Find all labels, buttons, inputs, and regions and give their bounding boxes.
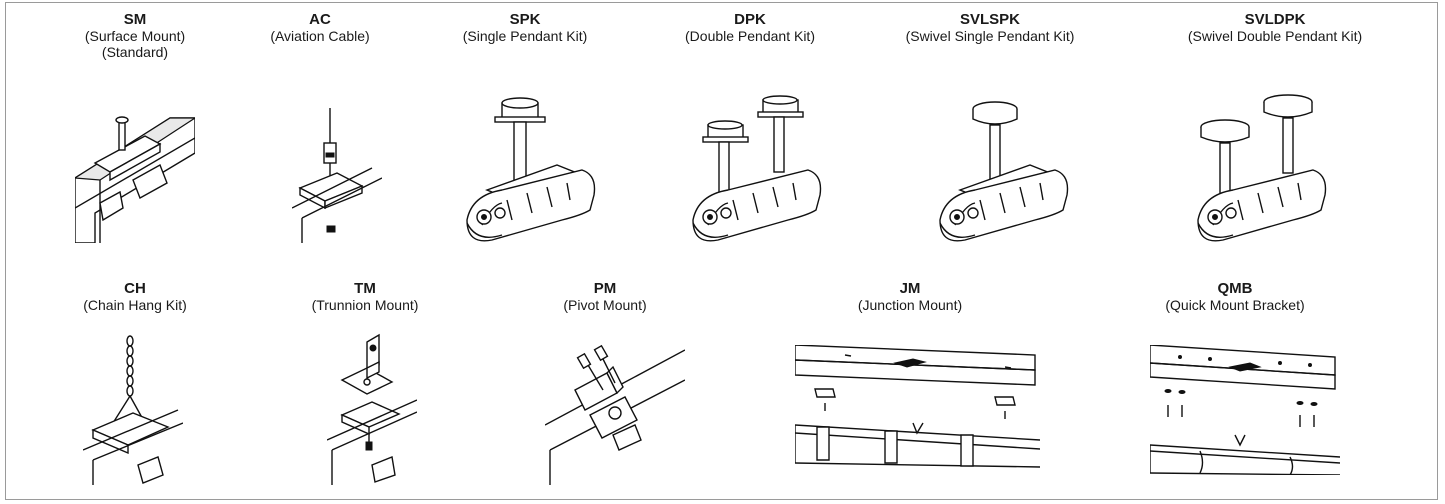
swivel-double-pendant-kit-illustration [1197,94,1327,242]
mount-label-qmb: QMB (Quick Mount Bracket) [1150,280,1320,314]
mount-label-dpk: DPK (Double Pendant Kit) [660,11,840,45]
mount-desc: (Swivel Single Pendant Kit) [905,28,1075,44]
mount-label-ch: CH (Chain Hang Kit) [65,280,205,314]
mount-code: QMB [1217,280,1253,297]
mount-desc: (Pivot Mount) [563,297,647,313]
mount-desc: (Swivel Double Pendant Kit) [1187,28,1363,44]
mount-label-spk: SPK (Single Pendant Kit) [440,11,610,45]
aviation-cable-illustration [292,108,382,243]
diagram-frame [5,2,1438,500]
mount-code: PM [593,280,617,297]
mount-code: AC [309,11,331,28]
mount-desc: (Surface Mount) [84,28,186,44]
mount-code: TM [354,280,376,297]
mount-label-svlspk: SVLSPK (Swivel Single Pendant Kit) [880,11,1100,45]
mount-label-jm: JM (Junction Mount) [840,280,980,314]
mount-desc: (Chain Hang Kit) [83,297,187,313]
mount-code: SPK [509,11,541,28]
mount-label-ac: AC (Aviation Cable) [255,11,385,45]
mount-code: SVLSPK [959,11,1020,28]
mount-desc-2: (Standard) [101,44,169,60]
mount-code: DPK [734,11,766,28]
mount-desc: (Aviation Cable) [270,28,370,44]
swivel-single-pendant-kit-illustration [939,101,1069,242]
mount-desc: (Single Pendant Kit) [462,28,588,44]
single-pendant-kit-illustration [466,97,596,242]
quick-mount-bracket-illustration [1150,345,1340,475]
double-pendant-kit-illustration [692,95,822,242]
mount-desc: (Double Pendant Kit) [685,28,815,44]
mount-desc: (Trunnion Mount) [311,297,419,313]
chain-hang-kit-illustration [83,335,183,485]
junction-mount-illustration [795,345,1040,468]
surface-mount-illustration [75,116,195,243]
mount-desc: (Quick Mount Bracket) [1165,297,1305,313]
mount-label-svldpk: SVLDPK (Swivel Double Pendant Kit) [1160,11,1390,45]
mount-label-pm: PM (Pivot Mount) [540,280,670,314]
mount-code: CH [124,280,146,297]
mount-desc: (Junction Mount) [857,297,963,313]
mount-code: SVLDPK [1244,11,1306,28]
mount-label-tm: TM (Trunnion Mount) [290,280,440,314]
mount-code: SM [123,11,147,28]
pivot-mount-illustration [545,344,685,485]
trunnion-mount-illustration [327,333,417,485]
mount-code: JM [899,280,921,297]
mount-label-sm: SM (Surface Mount) (Standard) [70,11,200,61]
